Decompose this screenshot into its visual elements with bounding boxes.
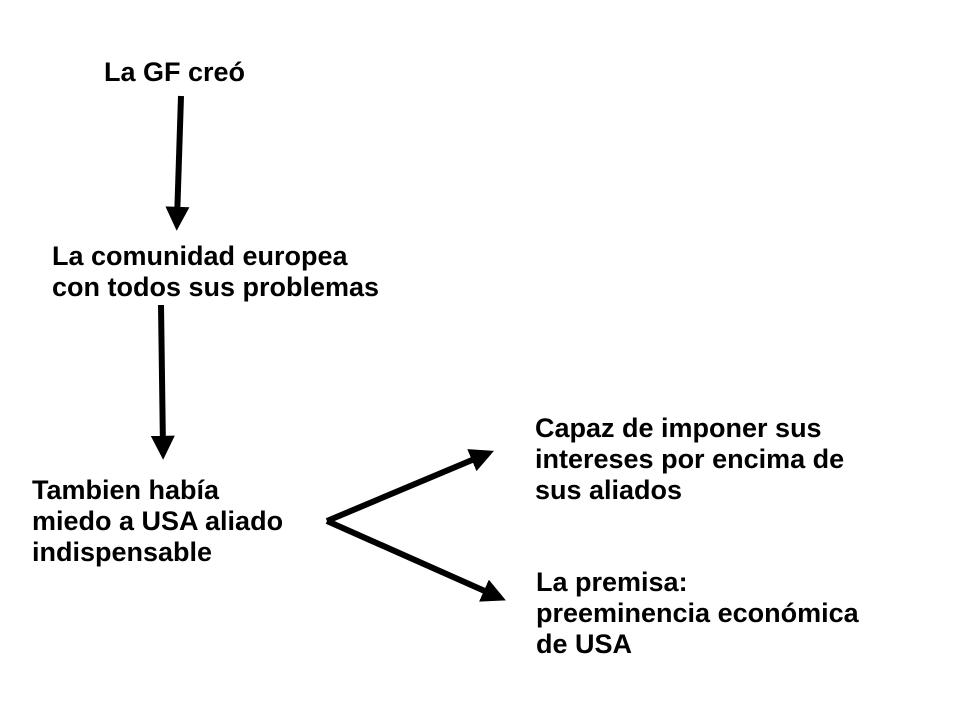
arrow-miedo-to-capaz <box>325 449 494 524</box>
node-capaz-imponer-line: Capaz de imponer sus <box>535 413 822 443</box>
node-la-premisa: La premisa: preeminencia económica de US… <box>536 567 859 660</box>
arrow-comunidad-to-miedo <box>150 304 175 460</box>
arrow-gf-to-comunidad <box>165 95 190 231</box>
node-miedo-usa: Tambien había miedo a USA aliado indispe… <box>32 475 283 568</box>
node-gf-creo: La GF creó <box>104 57 245 88</box>
node-capaz-imponer: Capaz de imponer sus intereses por encim… <box>535 413 844 506</box>
node-miedo-usa-line: Tambien había <box>32 475 220 505</box>
node-capaz-imponer-line: intereses por encima de <box>535 444 845 474</box>
node-miedo-usa-line: miedo a USA aliado <box>32 506 284 536</box>
node-la-premisa-line: La premisa: <box>536 567 688 597</box>
node-miedo-usa-line: indispensable <box>32 537 213 567</box>
node-comunidad-europea: La comunidad europea con todos sus probl… <box>52 241 379 303</box>
node-la-premisa-line: preeminencia económica <box>536 598 859 628</box>
node-comunidad-europea-line: La comunidad europea <box>52 241 348 271</box>
arrow-miedo-to-premisa <box>325 518 506 602</box>
node-la-premisa-line: de USA <box>536 629 633 659</box>
node-gf-creo-line: La GF creó <box>104 57 246 87</box>
node-comunidad-europea-line: con todos sus problemas <box>52 272 380 302</box>
node-capaz-imponer-line: sus aliados <box>535 475 683 505</box>
